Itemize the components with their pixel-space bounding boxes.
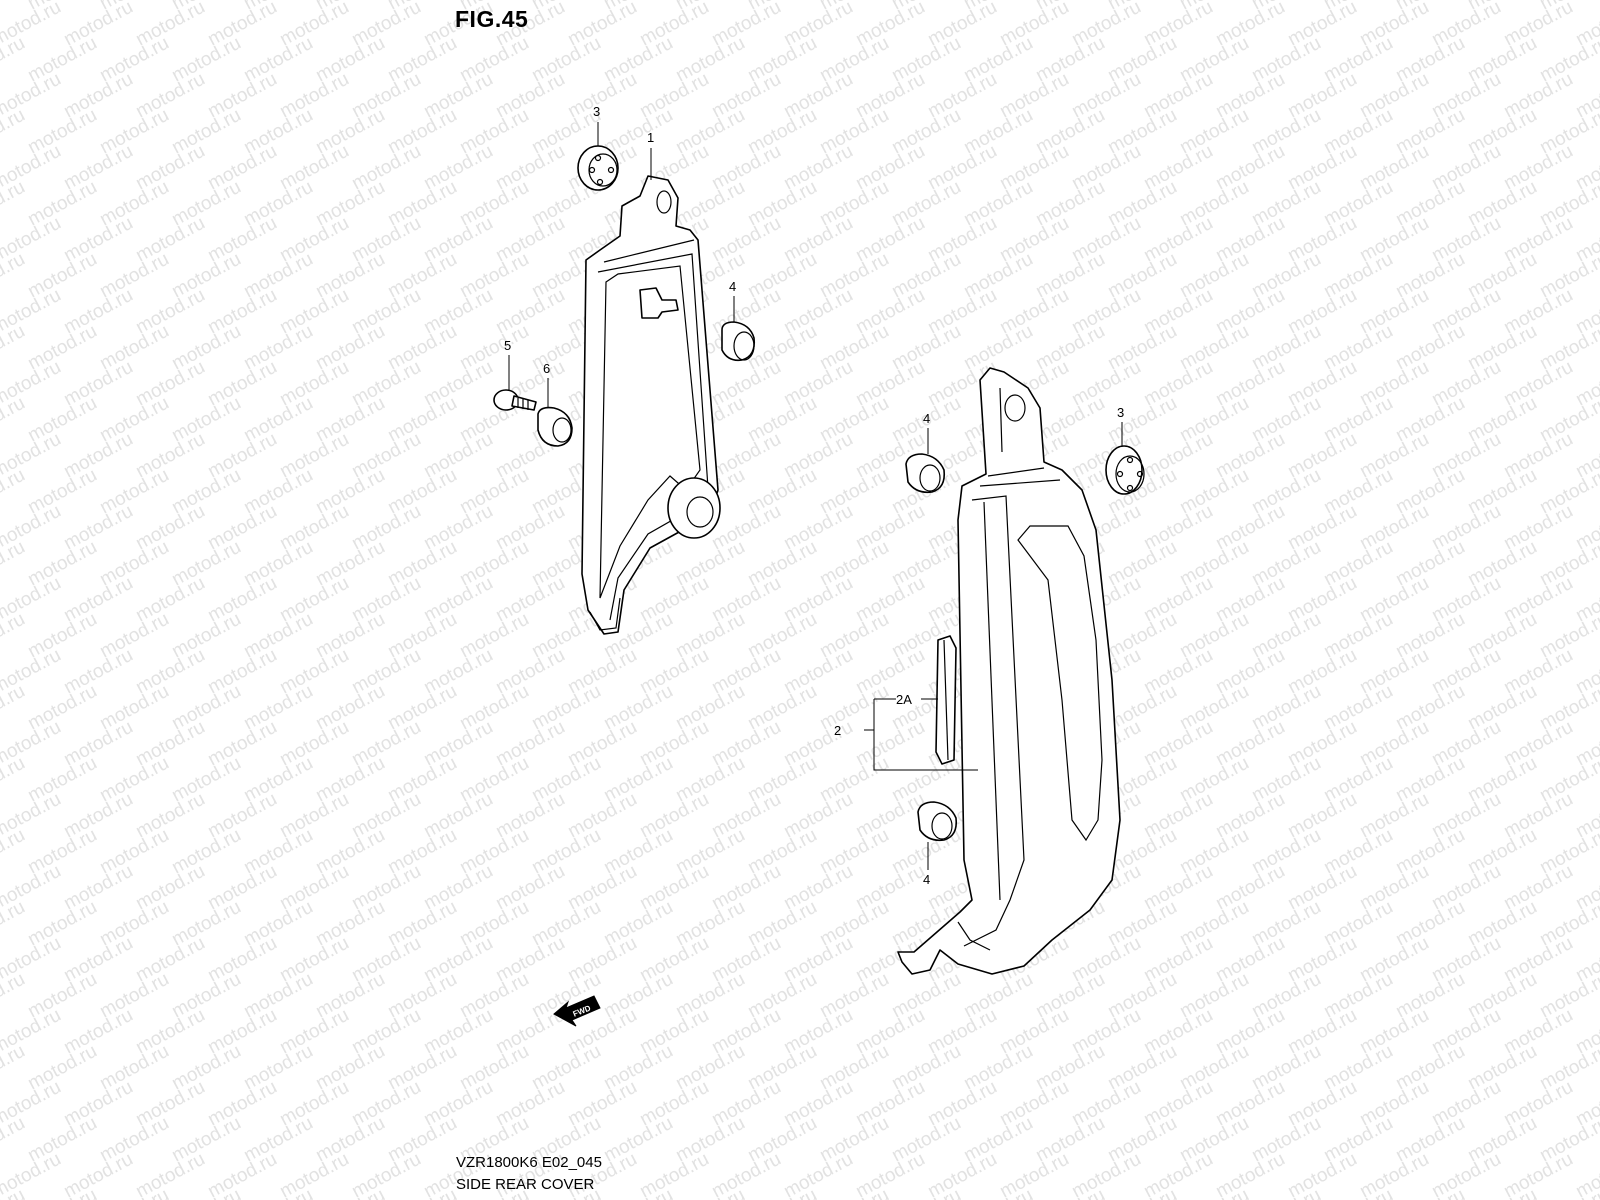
watermark-text: motod.ru: [0, 177, 29, 231]
screw-5: [493, 389, 537, 411]
reflector-2a: [935, 635, 957, 765]
watermark-text: motod.ru: [0, 465, 29, 519]
section-name: SIDE REAR COVER: [456, 1176, 595, 1193]
callout-4-left: 4: [729, 279, 736, 294]
watermark-text: motod.ru: [924, 1149, 1000, 1200]
grommet-3-right: [1105, 445, 1145, 495]
bushing-4-left: [721, 321, 756, 362]
watermark-text: motod.ru: [0, 105, 29, 159]
grommet-6: [537, 406, 573, 447]
watermark-text: motod.ru: [60, 1149, 136, 1200]
watermark-text: motod.ru: [636, 1149, 712, 1200]
watermark-text: motod.ru: [0, 537, 29, 591]
grommet-3-left: [577, 145, 619, 191]
model-code: VZR1800K6 E02_045: [456, 1154, 602, 1171]
callout-2a: 2A: [896, 692, 912, 707]
watermark-text: motod.ru: [996, 1149, 1072, 1200]
watermark-text: motod.ru: [1428, 1149, 1504, 1200]
callout-4-right-top: 4: [923, 411, 930, 426]
callout-6: 6: [543, 361, 550, 376]
leader-lines: [508, 122, 1123, 870]
watermark-text: motod.ru: [0, 33, 29, 87]
callout-4-right-bottom: 4: [923, 872, 930, 887]
watermark-text: motod.ru: [204, 1149, 280, 1200]
watermark-text: motod.ru: [852, 1149, 928, 1200]
watermark-text: motod.ru: [0, 1113, 29, 1167]
watermark-text: motod.ru: [348, 1149, 424, 1200]
watermark-text: motod.ru: [0, 1041, 29, 1095]
callout-3-right: 3: [1117, 405, 1124, 420]
watermark-text: motod.ru: [0, 609, 29, 663]
watermark-text: motod.ru: [0, 897, 29, 951]
callout-2: 2: [834, 723, 841, 738]
watermark-text: motod.ru: [0, 321, 29, 375]
watermark-text: motod.ru: [276, 1149, 352, 1200]
watermark-text: motod.ru: [708, 1149, 784, 1200]
watermark-text: motod.ru: [0, 969, 29, 1023]
watermark-text: motod.ru: [1356, 1149, 1432, 1200]
figure-title: FIG.45: [455, 6, 529, 32]
watermark-text: motod.ru: [0, 825, 29, 879]
watermark-text: motod.ru: [132, 1149, 208, 1200]
callout-5: 5: [504, 338, 511, 353]
watermark-text: motod.ru: [1500, 1149, 1576, 1200]
callout-labels: 3 1 4 5 6 4 3 2A 2 4: [504, 104, 1124, 887]
watermark-text: motod.ru: [0, 753, 29, 807]
watermark-text: motod.ru: [0, 393, 29, 447]
bushing-4-right-top: [905, 453, 946, 494]
side-cover-left: [581, 175, 721, 635]
watermark-text: motod.ru: [1068, 1149, 1144, 1200]
bushing-4-right-bottom: [917, 801, 958, 842]
watermark-text: motod.ru: [1140, 1149, 1216, 1200]
watermark-text: motod.ru: [1284, 1149, 1360, 1200]
callout-3-left: 3: [593, 104, 600, 119]
callout-1: 1: [647, 130, 654, 145]
watermark-text: motod.ru: [1212, 1149, 1288, 1200]
watermark-text: motod.ru: [0, 681, 29, 735]
watermark-text: motod.ru: [780, 1149, 856, 1200]
side-cover-right: [897, 367, 1121, 975]
watermark-text: motod.ru: [0, 249, 29, 303]
